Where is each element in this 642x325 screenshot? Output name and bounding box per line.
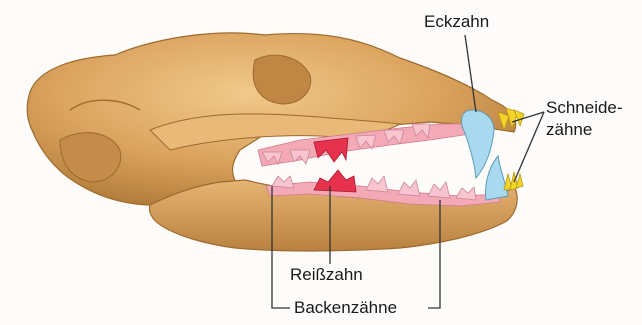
lower-canine xyxy=(486,156,509,200)
label-incisors-line1: Schneide- xyxy=(546,98,623,118)
label-canine: Eckzahn xyxy=(424,12,489,32)
upper-carnassial xyxy=(314,138,348,162)
label-incisors-line2: zähne xyxy=(546,120,592,140)
label-carnassial: Reißzahn xyxy=(290,265,363,285)
lower-carnassial xyxy=(314,170,356,192)
upper-canine xyxy=(461,110,494,178)
label-molars: Backenzähne xyxy=(294,298,397,318)
